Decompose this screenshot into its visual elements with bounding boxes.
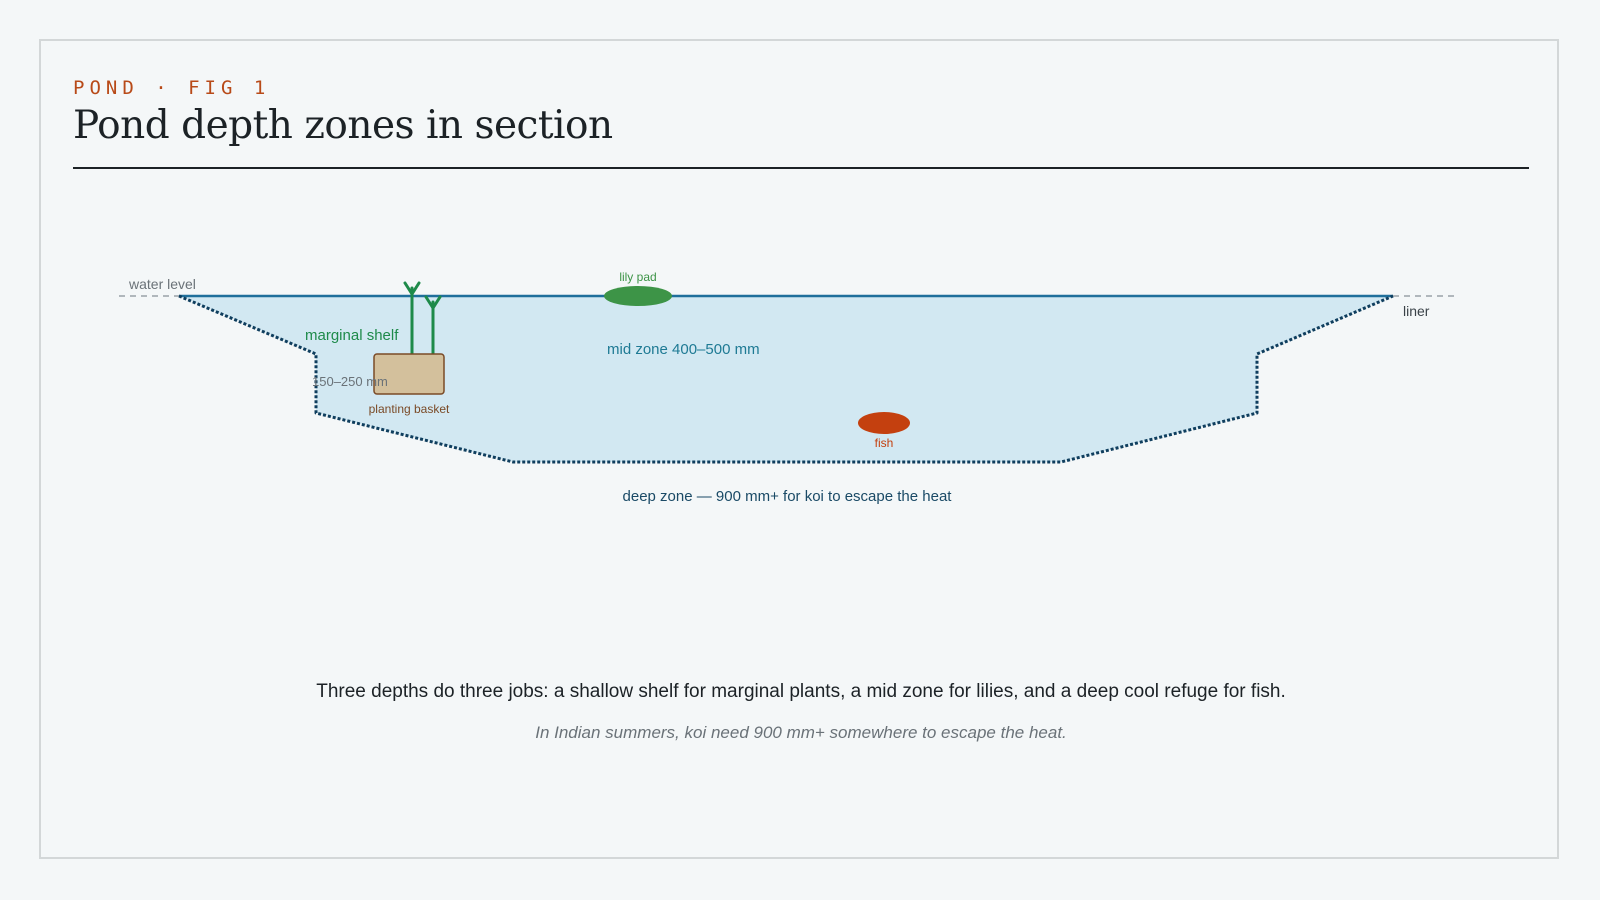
figure-card: POND · FIG 1 Pond depth zones in section… [39,39,1559,859]
pond-water [179,296,1393,462]
marginal-shelf-label: marginal shelf [305,327,399,344]
title-divider [73,167,1529,169]
planting-basket [373,353,445,395]
fish [858,412,910,434]
lily-pad-label: lily pad [619,270,656,284]
mid-zone-label: mid zone 400–500 mm [607,341,760,358]
deep-zone-label: deep zone — 900 mm+ for koi to escape th… [623,488,953,505]
figure-eyebrow: POND · FIG 1 [73,77,271,99]
pond-section-diagram: water level liner lily pad marginal shel… [119,270,1455,505]
page-title: Pond depth zones in section [73,103,613,148]
shelf-depth-label: 150–250 mm [312,374,388,389]
marginal-plant [403,281,442,356]
liner-label: liner [1403,303,1430,319]
lily-pad [604,286,672,306]
figure-caption: Three depths do three jobs: a shallow sh… [316,681,1286,702]
fish-label: fish [875,436,894,450]
water-level-label: water level [128,276,196,292]
planting-basket-label: planting basket [369,402,450,416]
figure-note: In Indian summers, koi need 900 mm+ some… [535,723,1067,742]
